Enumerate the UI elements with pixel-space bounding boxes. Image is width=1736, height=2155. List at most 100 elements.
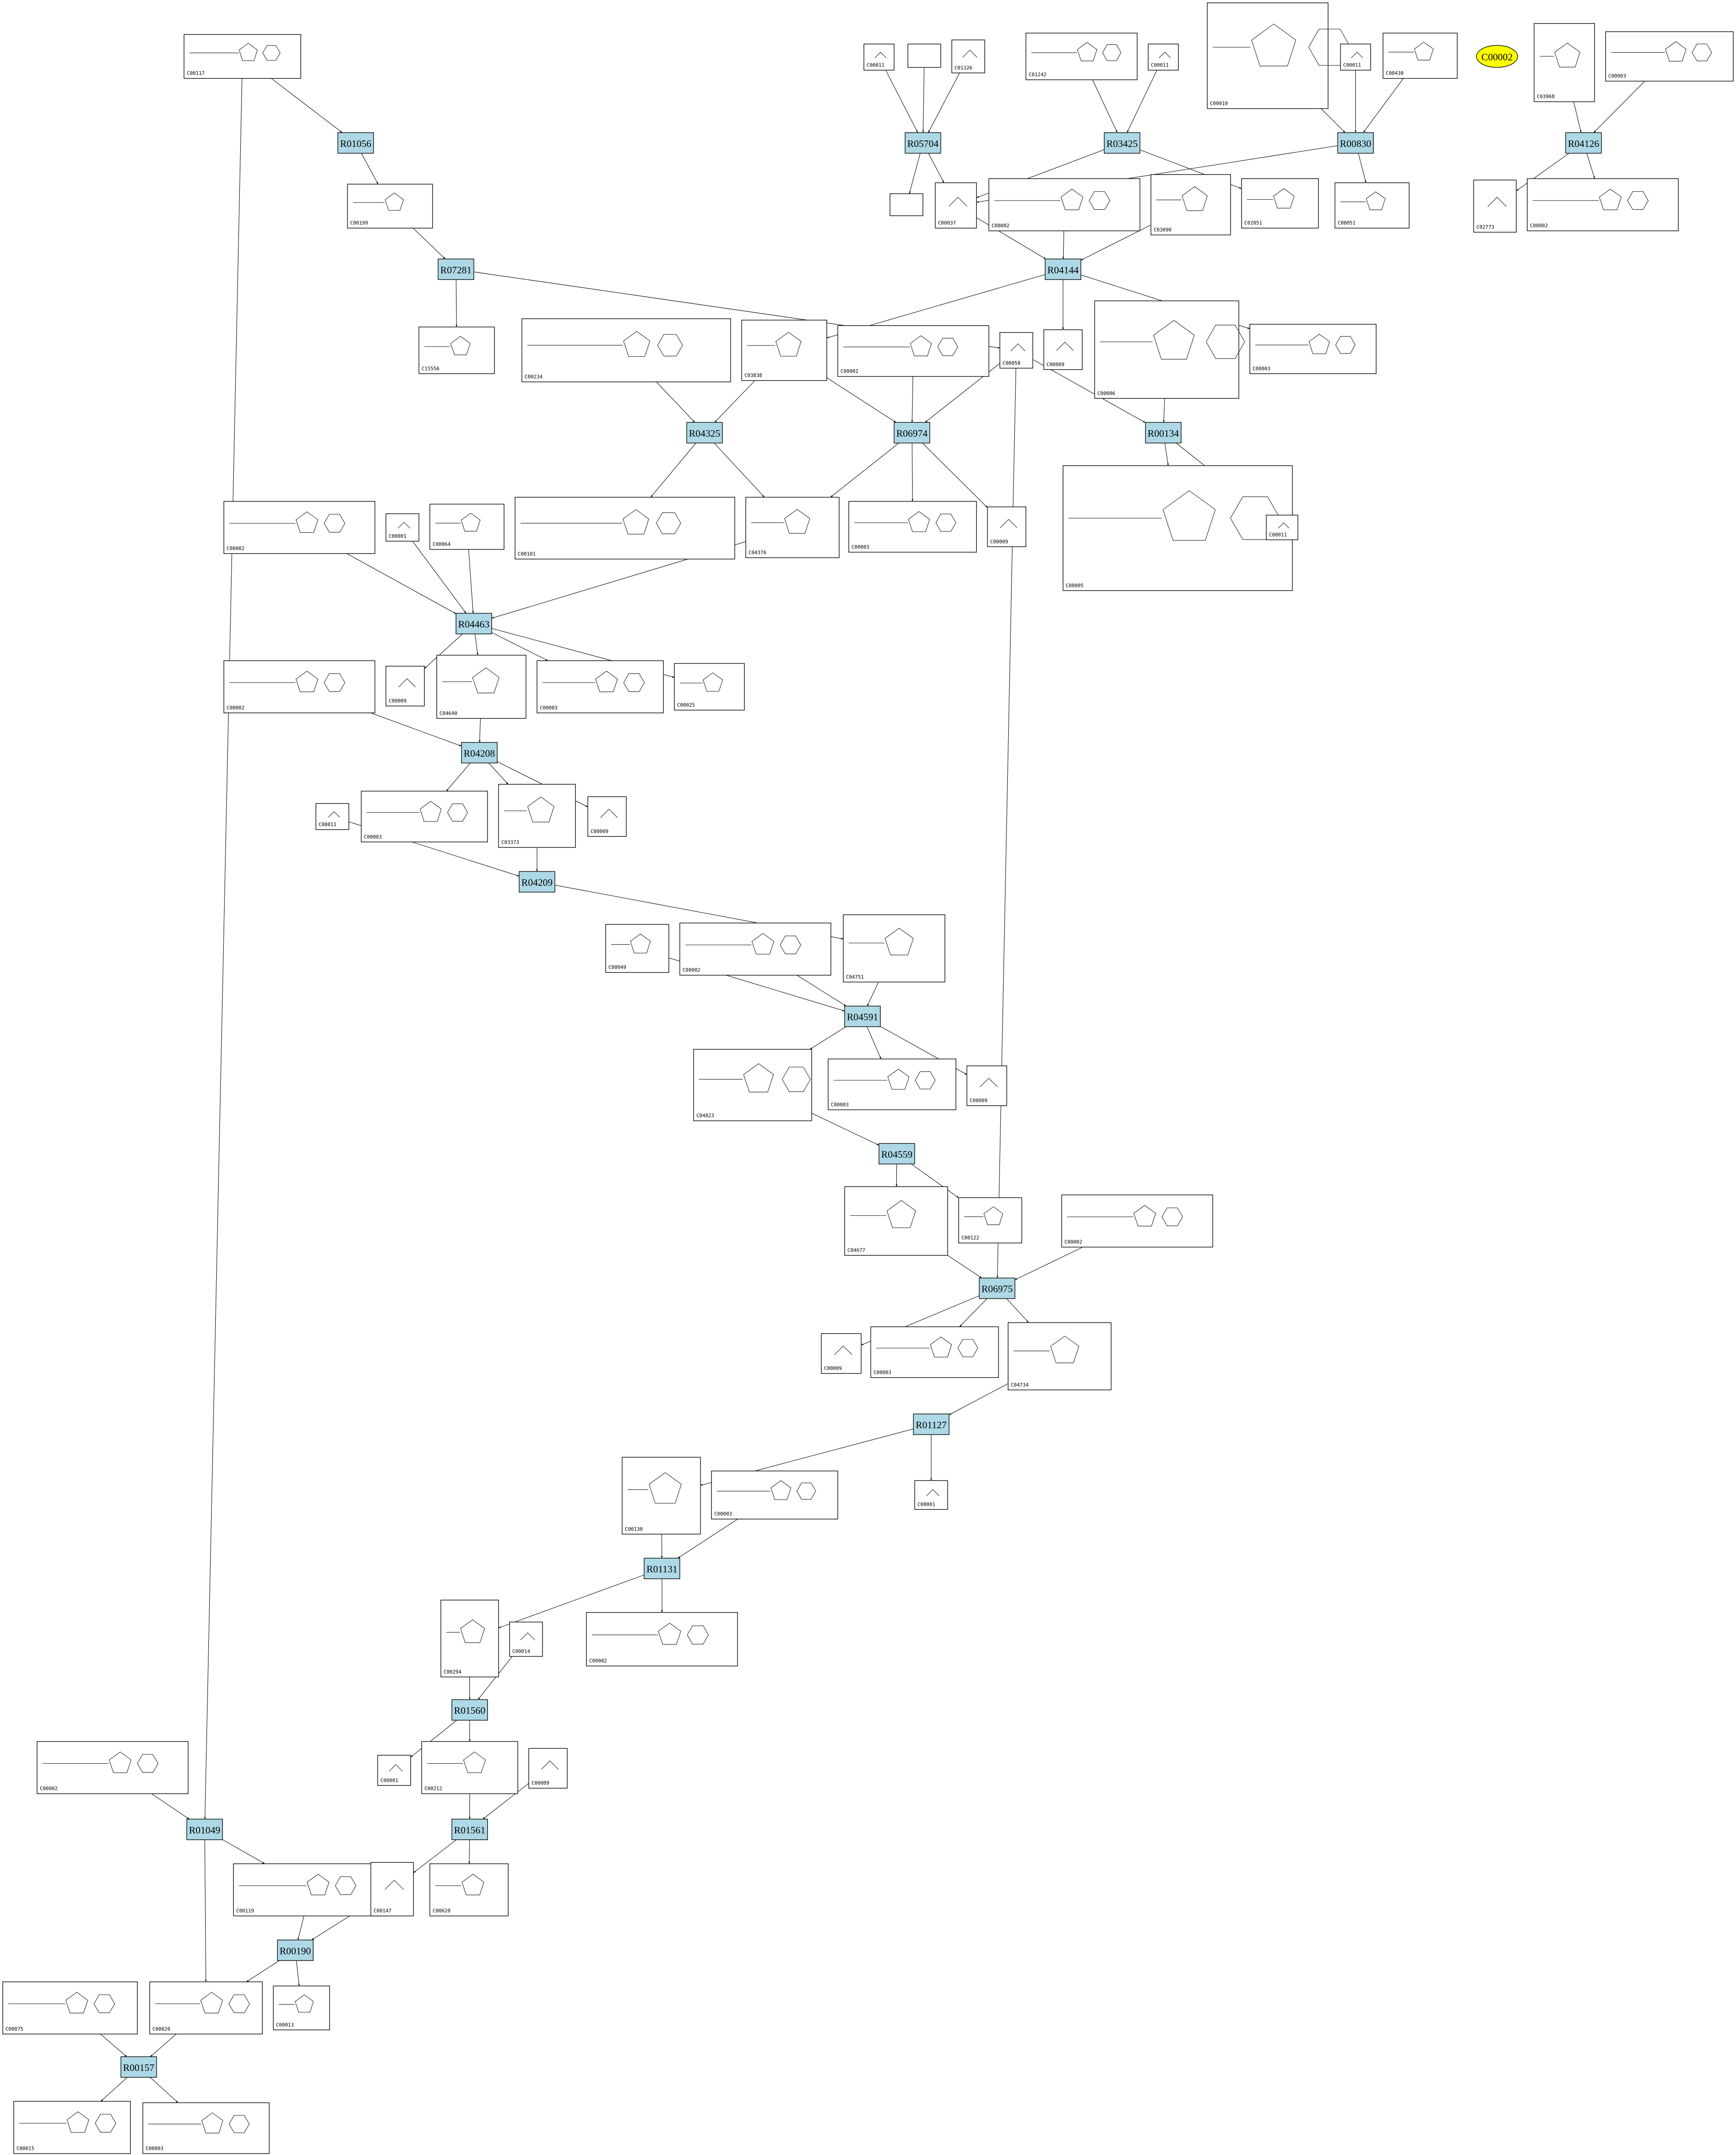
compound-box[interactable] (385, 666, 425, 706)
compound-box[interactable] (935, 182, 977, 229)
compound-box[interactable] (621, 1457, 701, 1534)
compound-box[interactable] (837, 325, 989, 377)
reaction-box[interactable] (644, 1558, 680, 1579)
compound-node[interactable]: C00011 (1148, 43, 1179, 71)
compound-box[interactable] (745, 497, 840, 558)
compound-box[interactable] (429, 1863, 509, 1917)
reaction-box[interactable] (913, 1413, 950, 1435)
compound-box[interactable] (1249, 324, 1377, 374)
reaction-box[interactable] (1337, 132, 1374, 154)
compound-node[interactable]: C00001 (377, 1755, 411, 1786)
reaction-node[interactable]: R03425 (1104, 132, 1140, 154)
reaction-node[interactable]: R00830 (1337, 132, 1374, 154)
compound-box[interactable] (999, 332, 1033, 369)
compound-box[interactable] (1473, 179, 1517, 233)
compound-box[interactable] (1340, 43, 1371, 71)
compound-box[interactable] (521, 318, 731, 383)
reaction-node[interactable]: R00190 (277, 1939, 314, 1961)
reaction-box[interactable] (979, 1278, 1016, 1299)
compound-box[interactable] (1534, 23, 1595, 102)
compound-box[interactable] (142, 2102, 270, 2154)
reaction-node[interactable]: R04591 (844, 1005, 881, 1027)
compound-box[interactable] (587, 796, 627, 837)
compound-node[interactable]: C00049 (605, 924, 670, 973)
compound-box[interactable] (1061, 1194, 1213, 1248)
compound-node[interactable]: C00101 (514, 497, 735, 560)
reaction-node[interactable]: R01056 (337, 132, 374, 154)
compound-node[interactable]: C00075 (2, 1981, 138, 2034)
reaction-node[interactable]: R04559 (878, 1143, 915, 1164)
compound-box[interactable] (1206, 2, 1328, 109)
compound-box[interactable] (421, 1741, 518, 1794)
compound-box[interactable] (385, 513, 420, 542)
compound-node[interactable] (889, 193, 924, 216)
compound-box[interactable] (1043, 329, 1083, 370)
compound-box[interactable] (1383, 32, 1458, 79)
compound-box[interactable] (528, 1748, 568, 1789)
compound-node[interactable]: C00003 (536, 660, 664, 713)
compound-node[interactable]: C03373 (498, 784, 576, 848)
compound-box[interactable] (843, 914, 945, 983)
compound-node[interactable]: C01242 (1025, 32, 1138, 80)
compound-box[interactable] (1151, 174, 1231, 236)
compound-node[interactable]: C00003 (870, 1326, 999, 1378)
highlighted-compound-node[interactable]: C00002 (1476, 45, 1518, 68)
compound-node[interactable]: C00011 (315, 803, 349, 830)
compound-node[interactable]: C03838 (741, 320, 827, 381)
compound-node[interactable]: C00130 (621, 1457, 701, 1534)
compound-box[interactable] (863, 43, 895, 71)
compound-node[interactable]: C03090 (1151, 174, 1231, 236)
reaction-box[interactable] (878, 1143, 915, 1164)
reaction-box[interactable] (1045, 258, 1081, 280)
compound-box[interactable] (870, 1326, 999, 1378)
reaction-node[interactable]: R01560 (451, 1699, 488, 1721)
compound-node[interactable]: C00011 (1266, 515, 1298, 541)
compound-box[interactable] (741, 320, 827, 381)
compound-box[interactable] (436, 655, 527, 719)
compound-node[interactable]: C00430 (1383, 32, 1458, 79)
reaction-box[interactable] (277, 1939, 314, 1961)
compound-box[interactable] (828, 1059, 956, 1110)
reaction-box[interactable] (438, 258, 475, 280)
compound-node[interactable]: C00002 (586, 1612, 738, 1667)
compound-node[interactable]: C00003 (848, 501, 977, 553)
compound-node[interactable]: C00009 (821, 1333, 862, 1374)
reaction-node[interactable]: R04463 (456, 613, 492, 634)
reaction-node[interactable]: R04209 (518, 871, 555, 893)
compound-node[interactable]: C00122 (958, 1197, 1023, 1243)
compound-box[interactable] (223, 660, 376, 713)
compound-box[interactable] (586, 1612, 738, 1667)
reaction-box[interactable] (905, 132, 941, 154)
compound-node[interactable]: C00014 (509, 1621, 543, 1657)
compound-node[interactable]: C00009 (966, 1065, 1007, 1106)
compound-node[interactable]: C00002 (679, 922, 831, 976)
compound-box[interactable] (149, 1981, 263, 2034)
compound-box[interactable] (988, 178, 1140, 231)
compound-box[interactable] (370, 1862, 414, 1917)
compound-box[interactable] (1241, 178, 1319, 229)
compound-node[interactable]: C00009 (385, 666, 425, 706)
compound-box[interactable] (1334, 182, 1410, 229)
compound-node[interactable]: C00010 (1206, 2, 1351, 109)
reaction-node[interactable]: R00157 (120, 2056, 157, 2078)
compound-box[interactable] (987, 506, 1026, 547)
highlight-ellipse[interactable] (1476, 45, 1518, 68)
reaction-node[interactable]: R01561 (451, 1819, 488, 1840)
compound-box[interactable] (844, 1186, 948, 1256)
reaction-box[interactable] (451, 1699, 488, 1721)
compound-node[interactable]: C00011 (863, 43, 895, 71)
compound-node[interactable]: C00006 (1094, 300, 1245, 399)
compound-node[interactable]: C00003 (361, 791, 488, 842)
compound-box[interactable] (315, 803, 349, 830)
compound-node[interactable]: C00015 (13, 2101, 131, 2154)
compound-box[interactable] (1008, 1322, 1112, 1390)
compound-node[interactable] (908, 43, 941, 68)
compound-node[interactable]: C00025 (674, 663, 745, 711)
compound-box[interactable] (13, 2101, 131, 2154)
compound-node[interactable]: C00009 (987, 506, 1026, 547)
reaction-box[interactable] (1104, 132, 1140, 154)
compound-box[interactable] (958, 1197, 1023, 1243)
reaction-box[interactable] (1565, 132, 1602, 154)
reaction-box[interactable] (186, 1819, 223, 1840)
compound-node[interactable]: C00003 (142, 2102, 270, 2154)
